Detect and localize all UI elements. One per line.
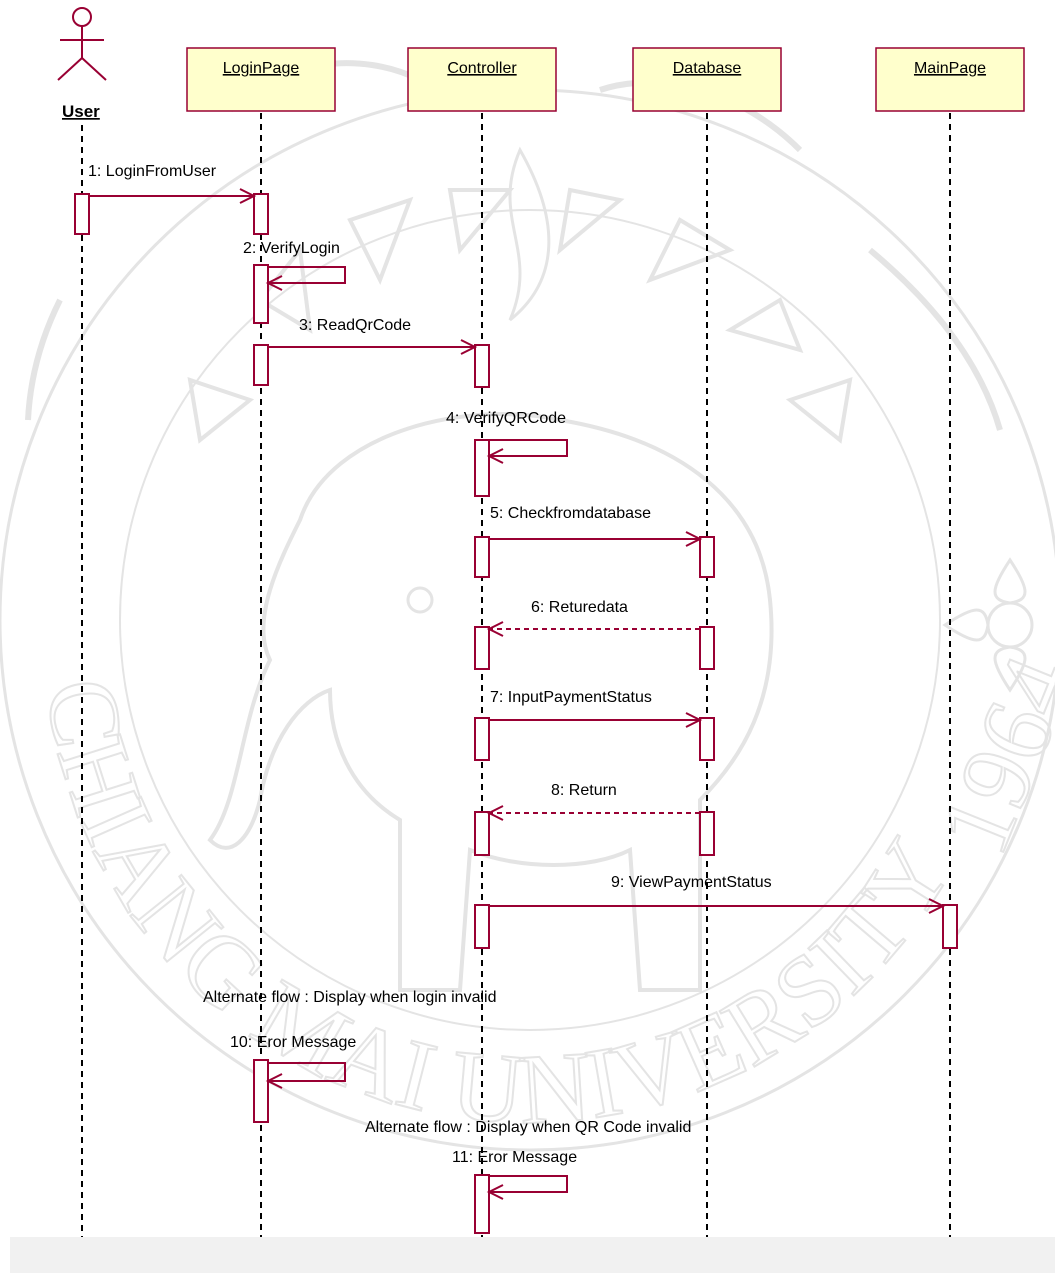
actor-right-leg bbox=[81, 57, 107, 81]
watermark-university-text: CHIANG MAI UNIVERSITY bbox=[24, 671, 973, 1146]
activation-bar-loginpage-1 bbox=[253, 193, 269, 235]
message-1-arrow bbox=[89, 188, 257, 204]
seal-outer-ring bbox=[0, 88, 1055, 1152]
activation-bar-controller-3 bbox=[474, 536, 490, 578]
activation-bar-controller-4 bbox=[474, 626, 490, 670]
message-9-arrow bbox=[489, 898, 946, 914]
activation-bar-controller-6 bbox=[474, 811, 490, 856]
seal-script-left bbox=[25, 298, 63, 421]
message-10-label: 10: Eror Message bbox=[230, 1034, 356, 1051]
seal-flame bbox=[508, 146, 551, 322]
message-4-label: 4: VerifyQRCode bbox=[446, 410, 566, 427]
message-5-label: 5: Checkfromdatabase bbox=[490, 505, 651, 522]
seal-rays bbox=[187, 187, 853, 444]
message-7-label: 7: InputPaymentStatus bbox=[490, 689, 652, 706]
actor-user-label: User bbox=[62, 102, 100, 121]
message-3-arrow bbox=[268, 339, 478, 355]
message-11-self-arrow bbox=[486, 1175, 568, 1200]
activation-bar-database-2 bbox=[699, 626, 715, 670]
message-1-label: 1: LoginFromUser bbox=[88, 163, 217, 180]
activation-bar-controller-8 bbox=[474, 1174, 490, 1234]
activation-bar-loginpage-3 bbox=[253, 344, 269, 386]
message-7-arrow bbox=[489, 712, 703, 728]
object-label-database: Database bbox=[673, 60, 742, 77]
message-9-label: 9: ViewPaymentStatus bbox=[611, 874, 772, 891]
watermark-year: 1964 bbox=[917, 641, 1055, 868]
activation-bar-user bbox=[74, 193, 90, 235]
message-8-label: 8: Return bbox=[551, 782, 617, 799]
activation-bar-database-4 bbox=[699, 811, 715, 856]
university-seal-watermark bbox=[0, 60, 1055, 1152]
activation-bar-mainpage bbox=[942, 904, 958, 949]
object-box-database[interactable]: Database bbox=[632, 47, 782, 112]
alternate-flow-note-login: Alternate flow : Display when login inva… bbox=[203, 989, 496, 1006]
message-10-self-arrow bbox=[265, 1062, 346, 1089]
activation-bar-loginpage-4 bbox=[253, 1059, 269, 1123]
activation-bar-database-1 bbox=[699, 536, 715, 578]
object-label-loginpage: LoginPage bbox=[223, 60, 300, 77]
object-label-controller: Controller bbox=[447, 60, 517, 77]
object-box-loginpage[interactable]: LoginPage bbox=[186, 47, 336, 112]
object-box-mainpage[interactable]: MainPage bbox=[875, 47, 1025, 112]
message-2-label: 2: VerifyLogin bbox=[243, 240, 340, 257]
message-3-label: 3: ReadQrCode bbox=[299, 317, 411, 334]
activation-bar-loginpage-2 bbox=[253, 264, 269, 324]
actor-user bbox=[57, 7, 107, 81]
object-label-mainpage: MainPage bbox=[914, 60, 986, 77]
activation-bar-controller-7 bbox=[474, 904, 490, 949]
seal-elephant bbox=[207, 412, 774, 992]
actor-left-leg bbox=[57, 57, 83, 81]
activation-bar-controller-5 bbox=[474, 717, 490, 761]
activation-bar-controller-1 bbox=[474, 344, 490, 388]
message-2-self-arrow bbox=[265, 266, 346, 291]
message-6-label: 6: Returedata bbox=[531, 599, 628, 616]
message-11-label: 11: Eror Message bbox=[452, 1149, 577, 1166]
seal-script-right bbox=[868, 247, 1003, 431]
message-8-return-arrow bbox=[486, 805, 700, 821]
actor-head bbox=[72, 7, 92, 27]
activation-bar-database-3 bbox=[699, 717, 715, 761]
message-5-arrow bbox=[489, 531, 703, 547]
seal-elephant-eye bbox=[406, 586, 434, 614]
activation-bar-controller-2 bbox=[474, 439, 490, 497]
message-4-self-arrow bbox=[486, 439, 568, 464]
footer-band bbox=[10, 1237, 1055, 1273]
object-box-controller[interactable]: Controller bbox=[407, 47, 557, 112]
seal-lotus-ornament bbox=[942, 557, 1034, 693]
message-6-return-arrow bbox=[486, 621, 700, 637]
seal-inner-ring bbox=[119, 209, 941, 1031]
alternate-flow-note-qrcode: Alternate flow : Display when QR Code in… bbox=[365, 1119, 691, 1136]
